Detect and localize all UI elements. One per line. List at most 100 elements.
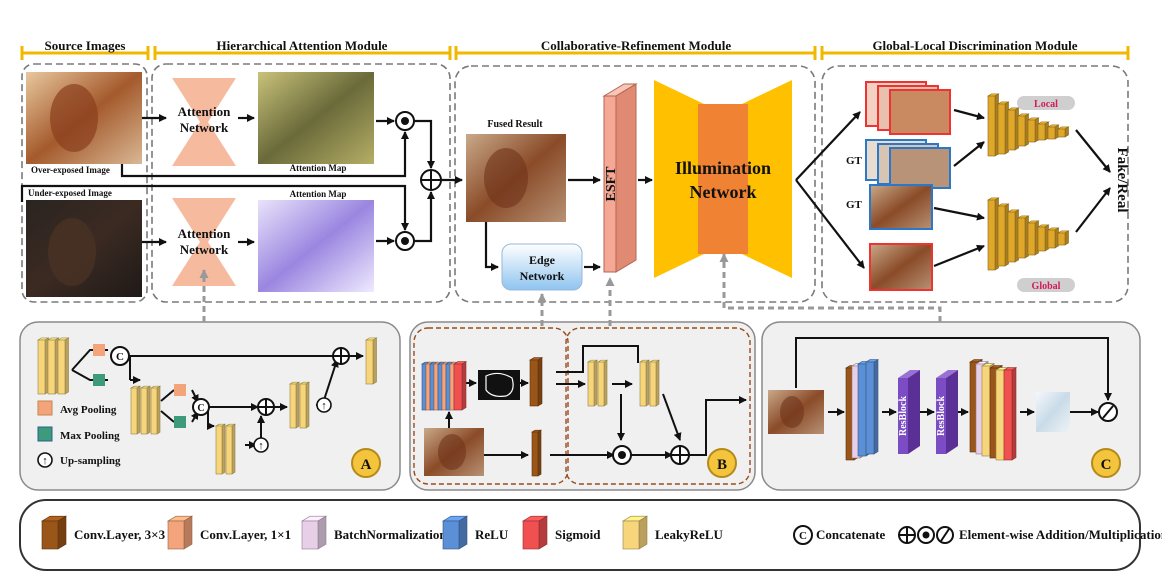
- panel-c-badge: C: [1101, 457, 1112, 473]
- panel-a-layer: [224, 423, 237, 475]
- over-exposed-label: Over-exposed Image: [31, 165, 110, 175]
- local-disc-layer: [1016, 113, 1030, 147]
- legend-max-pooling: Max Pooling: [60, 430, 120, 442]
- panel-a-layer: [36, 337, 50, 395]
- global-disc-layer: [986, 197, 1000, 271]
- panel-c-content: ResBlock ResBlock C: [768, 337, 1121, 478]
- module-boxes: [21, 63, 1129, 303]
- legend-label: LeakyReLU: [655, 527, 724, 542]
- panel-b: [409, 321, 756, 491]
- fake-real-label: Fake/Real: [1114, 148, 1130, 213]
- panel-a-layer: [214, 423, 227, 475]
- panel-c-encoder-layer: [864, 359, 880, 455]
- panel-a-layer: [288, 381, 301, 429]
- discrimination-connectors: [933, 108, 1111, 268]
- add-op-fusion: [420, 169, 442, 191]
- multiply-op-bottom: [395, 231, 415, 251]
- attention-map-top-label: Attention Map: [290, 163, 347, 173]
- global-badge: Global: [1032, 281, 1061, 292]
- gt-global-label: GT: [846, 199, 863, 211]
- svg-text:C: C: [116, 351, 124, 363]
- resblock-2-label: ResBlock: [936, 396, 947, 436]
- global-disc-layer: [996, 203, 1010, 267]
- svg-text:Network: Network: [180, 242, 229, 257]
- global-disc-layer: [1046, 227, 1060, 249]
- legend-up-sampling: Up-sampling: [60, 455, 121, 467]
- local-disc-layer: [1006, 107, 1020, 151]
- svg-text:C: C: [197, 403, 204, 414]
- legend-swatch: [441, 515, 469, 550]
- legend-swatch: [621, 515, 649, 550]
- attention-connectors: [20, 114, 463, 246]
- legend-label: BatchNormalization: [334, 527, 447, 542]
- esft-block: ESFT: [602, 83, 638, 273]
- panel-a-layer: [129, 385, 142, 435]
- global-gt-image: [869, 184, 933, 230]
- header-collaborative-refinement: Collaborative-Refinement Module: [541, 38, 732, 53]
- global-discriminator: Global: [986, 197, 1075, 292]
- global-disc-layer: [1006, 209, 1020, 263]
- attention-map-top: [258, 72, 374, 164]
- panel-links: [199, 253, 942, 326]
- panel-b-leaky-layer: [586, 359, 599, 407]
- panel-a-layer: [298, 381, 311, 429]
- panel-a-layer: [149, 385, 162, 435]
- legend-label: Conv.Layer, 3×3: [74, 527, 166, 542]
- panel-a-content: C C ↑ ↑ Avg Pooling Max Pooling ↑ Up-sam…: [36, 337, 381, 478]
- gt-local-label: GT: [846, 155, 863, 167]
- legend-item: LeakyReLU: [621, 515, 724, 550]
- svg-text:Illumination: Illumination: [675, 158, 771, 178]
- svg-text:Network: Network: [690, 182, 757, 202]
- legend-swatch: [40, 515, 68, 550]
- local-badge: Local: [1034, 99, 1058, 110]
- local-disc-layer: [1046, 124, 1060, 140]
- global-disc-layer: [1056, 230, 1070, 246]
- svg-text:Network: Network: [180, 120, 229, 135]
- header-hierarchical-attention: Hierarchical Attention Module: [217, 38, 388, 53]
- attention-map-bottom-label: Attention Map: [290, 189, 347, 199]
- panel-b-sigmoid-layer: [452, 361, 468, 411]
- panel-b-leaky-layer: [638, 359, 651, 407]
- local-disc-layer: [986, 93, 1000, 157]
- global-disc-layer: [1036, 224, 1050, 252]
- legend-swatch: [521, 515, 549, 550]
- resblock-1-label: ResBlock: [898, 396, 909, 436]
- source-images: Over-exposed Image Under-exposed Image: [26, 72, 142, 297]
- local-patches: [865, 81, 951, 189]
- panel-a-layer: [139, 385, 152, 435]
- section-headers: Source Images Hierarchical Attention Mod…: [20, 38, 1130, 60]
- svg-text:Edge: Edge: [529, 253, 556, 267]
- global-disc-layer: [1016, 215, 1030, 259]
- under-exposed-label: Under-exposed Image: [28, 188, 112, 198]
- attention-network-bottom-label: Attention: [178, 226, 231, 241]
- svg-text:Network: Network: [520, 269, 565, 283]
- resblock-2: ResBlock: [936, 370, 958, 454]
- local-disc-layer: [996, 101, 1010, 155]
- fused-result-label: Fused Result: [487, 119, 543, 130]
- legend-item: Sigmoid: [521, 515, 601, 550]
- panel-a-badge: A: [361, 457, 372, 473]
- legend-item: BatchNormalization: [300, 515, 447, 550]
- legend-label: Sigmoid: [555, 527, 601, 542]
- panel-b-leaky-layer: [648, 359, 661, 407]
- legend-ops-label: Element-wise Addition/Multiplication/Div…: [959, 527, 1162, 542]
- header-global-local-discrimination: Global-Local Discrimination Module: [872, 38, 1077, 53]
- resblock-1: ResBlock: [898, 370, 920, 454]
- edge-network: Edge Network: [501, 243, 583, 291]
- attention-network-bottom: Attention Network: [172, 198, 236, 286]
- legend-item: ReLU: [441, 515, 509, 550]
- legend-elementwise-ops: Element-wise Addition/Multiplication/Div…: [898, 526, 1162, 544]
- attention-network-top-label: Attention: [178, 104, 231, 119]
- attention-map-bottom: [258, 200, 374, 292]
- global-disc-layer: [1026, 220, 1040, 256]
- refinement-connectors: [484, 111, 865, 271]
- svg-text:C: C: [799, 530, 807, 542]
- esft-label: ESFT: [604, 166, 619, 202]
- svg-text:↑: ↑: [321, 400, 327, 412]
- svg-text:↑: ↑: [258, 440, 264, 452]
- local-disc-layer: [1056, 126, 1070, 138]
- illumination-network: Illumination Network: [654, 80, 792, 278]
- legend-item: Conv.Layer, 3×3: [40, 515, 166, 550]
- panel-a-layer: [364, 337, 378, 385]
